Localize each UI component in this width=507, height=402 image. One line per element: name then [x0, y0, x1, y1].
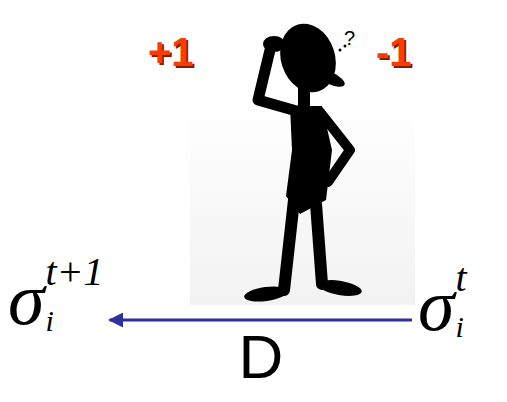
variable-symbol: σ	[418, 268, 455, 342]
update-arrow	[110, 319, 412, 322]
variable-symbol: σ	[8, 262, 45, 336]
index-stack: ti	[456, 268, 467, 342]
time-superscript: t	[456, 258, 467, 298]
site-subscript: i	[46, 306, 104, 336]
state-variable: σt+1i	[8, 262, 104, 336]
question-mark: ?	[344, 28, 355, 48]
background-panel	[190, 100, 415, 305]
index-stack: t+1i	[46, 262, 104, 336]
spin-value: +1	[148, 32, 194, 72]
site-subscript: i	[456, 312, 467, 342]
person-silhouette	[243, 16, 363, 304]
operator-label: D	[238, 326, 283, 388]
state-variable: σti	[418, 268, 467, 342]
time-superscript: t+1	[46, 252, 104, 292]
spin-value: -1	[376, 32, 412, 72]
